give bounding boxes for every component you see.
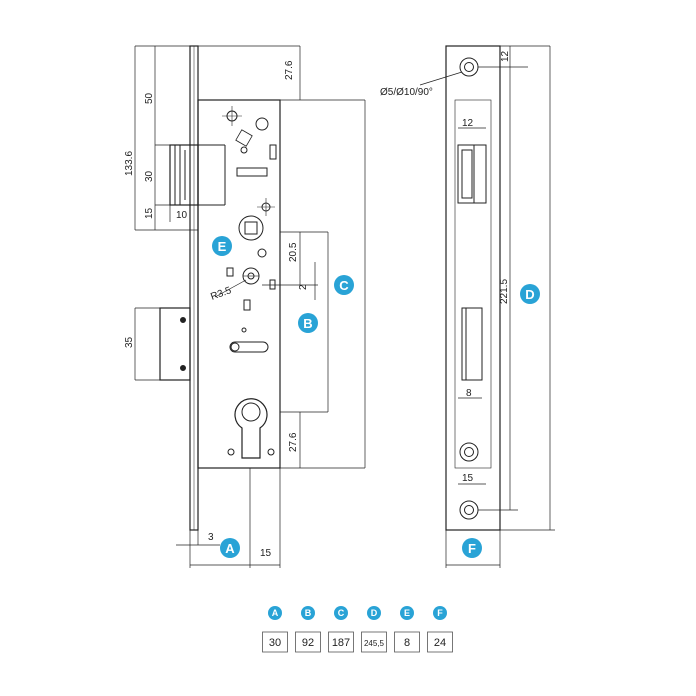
dim-15-plate: 15	[462, 473, 474, 484]
dim-50: 50	[144, 92, 155, 104]
legend-value: 30	[269, 637, 281, 649]
dim-35: 35	[124, 336, 135, 348]
lock-body-view	[159, 45, 281, 531]
plate-screw-hole-middle	[459, 442, 479, 462]
svg-text:A: A	[225, 541, 235, 556]
bolt-opening	[461, 307, 483, 381]
strike-plate	[445, 45, 501, 531]
legend-value: 8	[404, 637, 410, 649]
legend-value-box	[394, 631, 420, 653]
legend-value-box	[427, 631, 453, 653]
marker-b: B	[298, 313, 318, 333]
legend-marker-label: F	[437, 608, 443, 618]
legend-value-box	[361, 631, 387, 653]
legend-marker	[433, 606, 447, 620]
strike-inner-frame	[454, 99, 492, 469]
legend-value: 187	[332, 637, 350, 649]
latch-opening	[457, 144, 487, 204]
legend-value-box	[262, 631, 288, 653]
dim-15-bottom: 15	[260, 548, 272, 559]
follower-square	[244, 221, 258, 235]
dim-10: 10	[176, 210, 188, 221]
plate-screw-hole-bottom	[459, 500, 479, 520]
lock-case	[197, 99, 281, 469]
dim-12-top: 12	[500, 50, 511, 62]
legend-marker	[301, 606, 315, 620]
legend-value: 24	[434, 637, 446, 649]
dim-27-6-top: 27.6	[284, 60, 295, 80]
dim-12-inner: 12	[462, 118, 474, 129]
dim-20-5: 20.5	[288, 242, 299, 262]
legend-value: 92	[302, 637, 314, 649]
svg-text:E: E	[218, 239, 227, 254]
dim-30: 30	[144, 170, 155, 182]
svg-text:F: F	[468, 541, 476, 556]
dim-2: 2	[298, 284, 309, 290]
left-dimension-lines	[134, 45, 366, 568]
legend-marker-label: A	[272, 608, 279, 618]
plate-screw-hole-top	[459, 57, 479, 77]
legend-marker-label: E	[404, 608, 410, 618]
legend-marker	[268, 606, 282, 620]
svg-text:D: D	[525, 287, 534, 302]
legend-marker	[367, 606, 381, 620]
legend-marker-label: B	[305, 608, 312, 618]
legend-marker	[400, 606, 414, 620]
legend-item-d: D 245,5	[361, 606, 387, 653]
dead-bolt	[159, 307, 191, 381]
legend-item-b: B 92	[295, 606, 321, 653]
spindle-slot	[229, 341, 269, 353]
dim-15-left: 15	[144, 207, 155, 219]
follower-hub	[238, 215, 264, 241]
dim-r3-5: R3.5	[209, 285, 233, 303]
dim-8: 8	[466, 388, 472, 399]
dim-27-6-bottom: 27.6	[288, 432, 299, 452]
dim-133-6: 133.6	[124, 151, 135, 176]
svg-text:B: B	[303, 316, 312, 331]
marker-d: D	[520, 284, 540, 304]
dim-221-5: 221.5	[499, 279, 510, 304]
euro-cylinder-cutout	[234, 398, 268, 459]
legend-marker-label: D	[371, 608, 378, 618]
legend-value-box	[328, 631, 354, 653]
legend-value: 245,5	[364, 639, 385, 648]
dim-hole: Ø5/Ø10/90°	[380, 87, 433, 98]
right-dimension-lines	[419, 45, 555, 568]
marker-e: E	[212, 236, 232, 256]
marker-c: C	[334, 275, 354, 295]
legend-item-e: E8	[394, 606, 420, 653]
legend-value-box	[295, 631, 321, 653]
legend-marker-label: C	[338, 608, 345, 618]
legend-item-f: F 24	[427, 606, 453, 653]
dim-3: 3	[208, 532, 214, 543]
legend-item-c: C 187	[328, 606, 354, 653]
marker-f: F	[462, 538, 482, 558]
legend-item-a: A 30	[262, 606, 288, 653]
svg-text:C: C	[339, 278, 349, 293]
marker-a: A	[220, 538, 240, 558]
legend-marker	[334, 606, 348, 620]
